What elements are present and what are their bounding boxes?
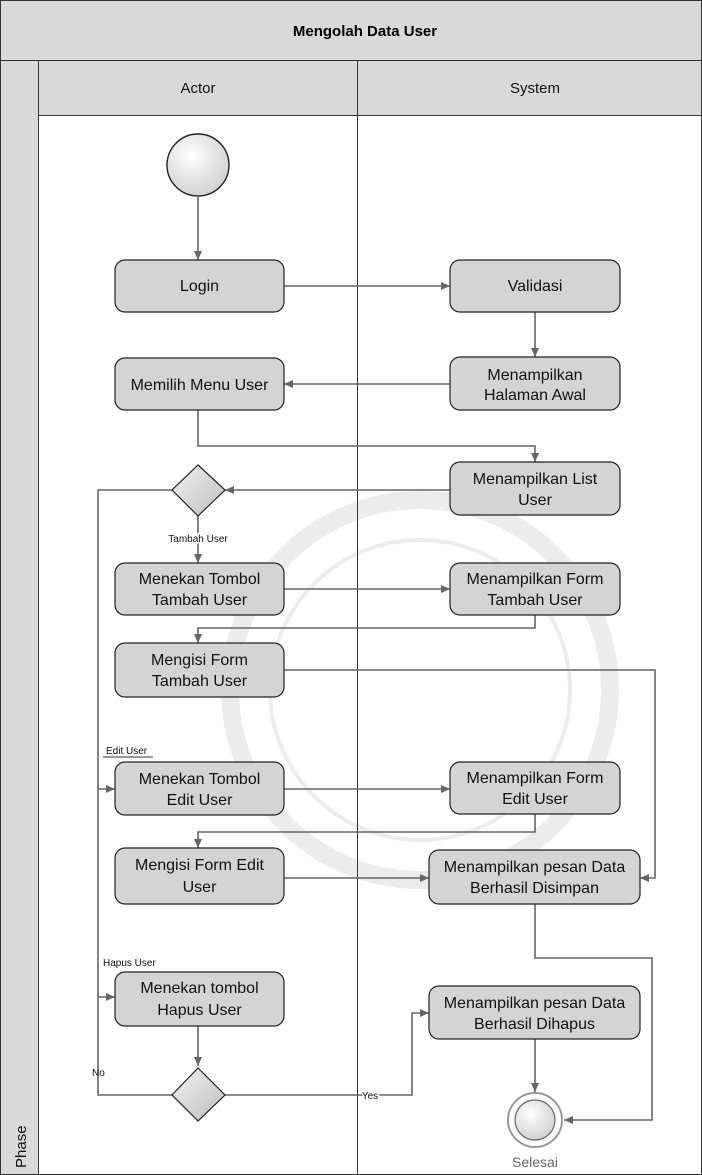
svg-text:Menampilkan: Menampilkan xyxy=(487,367,582,384)
node-isi-tambah: Mengisi Form Tambah User xyxy=(114,642,285,698)
guard-hapus: Hapus User xyxy=(103,958,156,969)
node-tekan-tambah-line2: Tambah User xyxy=(152,592,248,609)
start-node xyxy=(166,133,230,197)
edge-decision-branches xyxy=(97,489,172,1096)
node-tekan-tambah-line1: Menekan Tombol xyxy=(139,571,261,588)
guard-edit: Edit User xyxy=(106,746,148,757)
edge-pesan-end xyxy=(534,904,653,1124)
node-halaman-awal: Menampilkan Halaman Awal xyxy=(449,356,621,411)
node-tekan-edit: Menekan Tombol Edit User xyxy=(114,761,285,816)
svg-text:Menekan Tombol: Menekan Tombol xyxy=(139,771,261,788)
svg-text:Menampilkan Form: Menampilkan Form xyxy=(467,571,604,588)
decision-node-hapus xyxy=(171,1067,226,1122)
svg-text:Edit User: Edit User xyxy=(167,792,233,809)
svg-text:Edit User: Edit User xyxy=(502,791,568,808)
svg-text:User: User xyxy=(183,879,217,896)
svg-text:Validasi: Validasi xyxy=(508,278,563,295)
svg-text:Menampilkan pesan Data: Menampilkan pesan Data xyxy=(444,995,626,1012)
svg-text:Menekan tombol: Menekan tombol xyxy=(140,980,258,997)
node-menu-line1: Memilih Menu User xyxy=(131,377,269,394)
node-list-line1: Menampilkan List xyxy=(473,471,598,488)
node-form-edit: Menampilkan Form Edit User xyxy=(449,761,621,815)
svg-text:Login: Login xyxy=(180,278,219,295)
node-list-line2: User xyxy=(518,492,552,509)
guard-yes: Yes xyxy=(362,1091,378,1102)
lane-title-system: System xyxy=(510,80,560,97)
node-tekan-edit-line1: Menekan Tombol xyxy=(139,771,261,788)
watermark-logo xyxy=(221,491,619,889)
node-validasi-line1: Validasi xyxy=(508,278,563,295)
node-pesan-simpan-line1: Menampilkan pesan Data xyxy=(444,859,626,876)
node-memilih-menu: Memilih Menu User xyxy=(114,357,285,411)
svg-text:Menampilkan Form: Menampilkan Form xyxy=(467,770,604,787)
phase-label: Phase xyxy=(13,1125,30,1168)
lane-header-actor: Actor xyxy=(38,60,358,116)
svg-text:Mengisi Form Edit: Mengisi Form Edit xyxy=(135,857,264,874)
svg-text:User: User xyxy=(518,492,552,509)
node-tekan-hapus-line2: Hapus User xyxy=(157,1002,242,1019)
edge-form-isi-tambah xyxy=(194,615,536,643)
guard-tambah: Tambah User xyxy=(168,534,228,545)
svg-text:Tambah User: Tambah User xyxy=(487,592,583,609)
title-bar: Mengolah Data User xyxy=(0,0,702,61)
flow-edges xyxy=(97,197,656,1124)
node-pesan-hapus-line1: Menampilkan pesan Data xyxy=(444,995,626,1012)
node-halaman-line1: Menampilkan xyxy=(487,367,582,384)
decision-node-menu xyxy=(171,464,226,517)
node-login-line1: Login xyxy=(180,278,219,295)
node-pesan-simpan: Menampilkan pesan Data Berhasil Disimpan xyxy=(428,849,641,905)
node-list-user: Menampilkan List User xyxy=(449,461,621,516)
svg-text:Menampilkan List: Menampilkan List xyxy=(473,471,598,488)
node-pesan-hapus-line2: Berhasil Dihapus xyxy=(474,1016,595,1033)
node-tekan-edit-line2: Edit User xyxy=(167,792,233,809)
svg-text:Berhasil Disimpan: Berhasil Disimpan xyxy=(470,880,599,897)
node-tekan-hapus: Menekan tombol Hapus User xyxy=(114,971,285,1027)
lane-header-system: System xyxy=(357,60,702,116)
svg-text:Tambah User: Tambah User xyxy=(152,592,248,609)
svg-text:Halaman Awal: Halaman Awal xyxy=(484,387,586,404)
edge-isi-tambah-pesan xyxy=(284,669,656,882)
edge-decision-pesan-hapus xyxy=(225,1009,429,1096)
node-validasi: Validasi xyxy=(449,259,621,313)
edge-menu-list xyxy=(197,410,539,462)
node-isi-edit-line1: Mengisi Form Edit xyxy=(135,857,264,874)
end-node xyxy=(507,1092,563,1148)
svg-text:Menekan Tombol: Menekan Tombol xyxy=(139,571,261,588)
phase-column: Phase xyxy=(0,60,39,1175)
svg-text:Tambah User: Tambah User xyxy=(152,673,248,690)
lane-title-actor: Actor xyxy=(180,80,215,97)
node-pesan-simpan-line2: Berhasil Disimpan xyxy=(470,880,599,897)
svg-text:Hapus User: Hapus User xyxy=(157,1002,242,1019)
svg-text:Mengisi Form: Mengisi Form xyxy=(151,652,248,669)
node-pesan-hapus: Menampilkan pesan Data Berhasil Dihapus xyxy=(428,985,641,1040)
node-form-edit-line2: Edit User xyxy=(502,791,568,808)
node-tekan-tambah: Menekan Tombol Tambah User xyxy=(114,562,285,616)
node-form-tambah: Menampilkan Form Tambah User xyxy=(449,562,621,616)
node-halaman-line2: Halaman Awal xyxy=(484,387,586,404)
node-login: Login xyxy=(114,259,285,313)
diagram-title: Mengolah Data User xyxy=(293,23,437,40)
node-form-edit-line1: Menampilkan Form xyxy=(467,770,604,787)
svg-text:Memilih Menu User: Memilih Menu User xyxy=(131,377,269,394)
node-form-tambah-line2: Tambah User xyxy=(487,592,583,609)
node-isi-edit-line2: User xyxy=(183,879,217,896)
edge-form-isi-edit xyxy=(194,814,536,848)
node-isi-tambah-line2: Tambah User xyxy=(152,673,248,690)
node-tekan-hapus-line1: Menekan tombol xyxy=(140,980,258,997)
svg-text:Berhasil Dihapus: Berhasil Dihapus xyxy=(474,1016,595,1033)
node-isi-tambah-line1: Mengisi Form xyxy=(151,652,248,669)
node-isi-edit: Mengisi Form Edit User xyxy=(114,847,285,905)
end-label: Selesai xyxy=(512,1154,558,1170)
guard-no: No xyxy=(92,1068,105,1079)
node-form-tambah-line1: Menampilkan Form xyxy=(467,571,604,588)
svg-text:Menampilkan pesan Data: Menampilkan pesan Data xyxy=(444,859,626,876)
